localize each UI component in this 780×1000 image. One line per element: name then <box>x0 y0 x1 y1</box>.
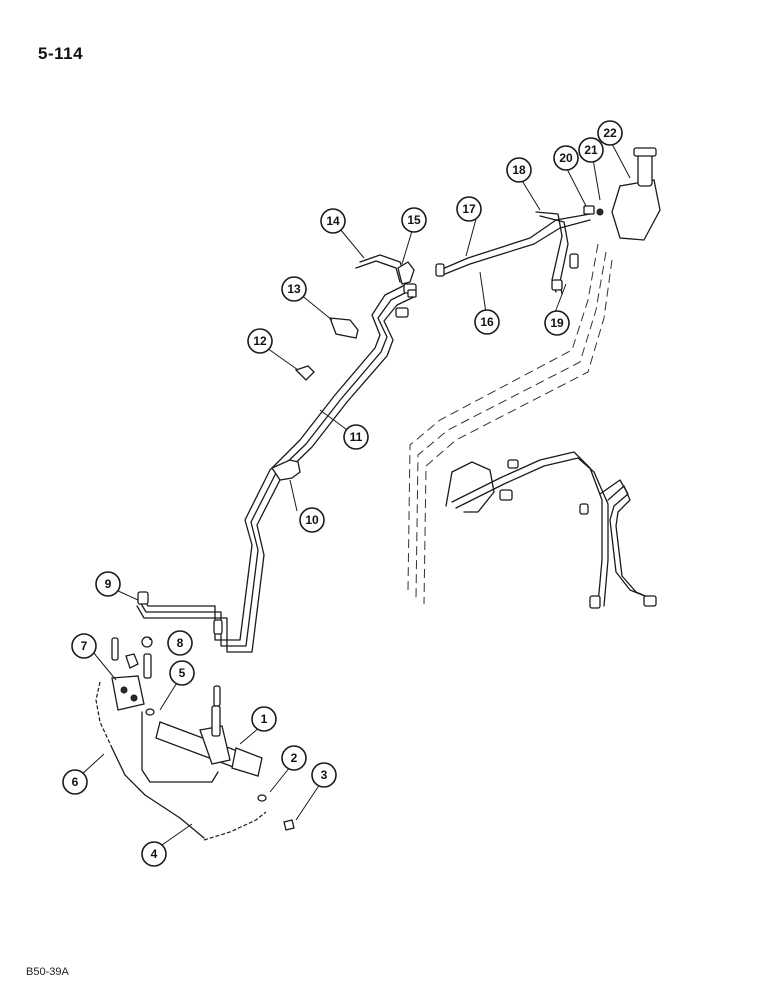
line-fittings <box>137 283 417 635</box>
rear-lines-loop <box>445 451 657 609</box>
callout-label: 3 <box>321 768 328 782</box>
small-parts <box>145 708 295 831</box>
callout-label: 9 <box>105 577 112 591</box>
callout-11: 11 <box>343 424 369 450</box>
page-number: 5-114 <box>38 44 84 63</box>
callout-label: 14 <box>326 214 340 228</box>
bracket-13 <box>329 317 359 339</box>
callout-label: 15 <box>407 213 421 227</box>
callout-15: 15 <box>401 207 427 233</box>
callout-12: 12 <box>247 328 273 354</box>
callout-label: 7 <box>81 639 88 653</box>
leader-lines <box>79 141 631 846</box>
hoses <box>95 681 267 841</box>
callout-4: 4 <box>141 841 167 867</box>
callout-8: 8 <box>167 630 193 656</box>
callout-label: 2 <box>291 751 298 765</box>
callout-label: 18 <box>512 163 526 177</box>
callout-1: 1 <box>251 706 277 732</box>
callout-label: 16 <box>480 315 494 329</box>
callout-label: 11 <box>350 430 363 444</box>
callout-label: 4 <box>151 847 158 861</box>
callout-label: 5 <box>179 666 186 680</box>
bracket-10 <box>271 459 301 481</box>
callout-13: 13 <box>281 276 307 302</box>
callout-10: 10 <box>299 507 325 533</box>
steering-unit <box>583 147 661 241</box>
callout-3: 3 <box>311 762 337 788</box>
callout-label: 19 <box>550 316 564 330</box>
callout-19: 19 <box>544 310 570 336</box>
callout-16: 16 <box>474 309 500 335</box>
callout-label: 8 <box>177 636 184 650</box>
steering-cylinder <box>155 685 263 777</box>
callout-label: 12 <box>253 334 267 348</box>
callout-label: 13 <box>287 282 301 296</box>
callout-label: 20 <box>559 151 573 165</box>
callout-6: 6 <box>62 769 88 795</box>
figure-code: B50-39A <box>26 966 69 978</box>
callout-22: 22 <box>597 120 623 146</box>
callout-2: 2 <box>281 745 307 771</box>
steering-lines <box>136 254 417 653</box>
chassis-ghost-outline <box>407 243 613 605</box>
callout-18: 18 <box>506 157 532 183</box>
steering-unit-lines <box>435 211 591 295</box>
callout-7: 7 <box>71 633 97 659</box>
callout-label: 1 <box>261 712 268 726</box>
callout-label: 17 <box>462 202 476 216</box>
callout-label: 21 <box>584 143 598 157</box>
bracket-15 <box>397 261 415 285</box>
callout-label: 22 <box>603 126 617 140</box>
callout-label: 10 <box>305 513 319 527</box>
callout-label: 6 <box>72 775 79 789</box>
valve-block <box>111 636 153 711</box>
callout-14: 14 <box>320 208 346 234</box>
clip-12 <box>294 365 315 381</box>
callout-21: 21 <box>578 137 604 163</box>
callout-20: 20 <box>553 145 579 171</box>
callout-9: 9 <box>95 571 121 597</box>
callout-17: 17 <box>456 196 482 222</box>
callout-5: 5 <box>169 660 195 686</box>
